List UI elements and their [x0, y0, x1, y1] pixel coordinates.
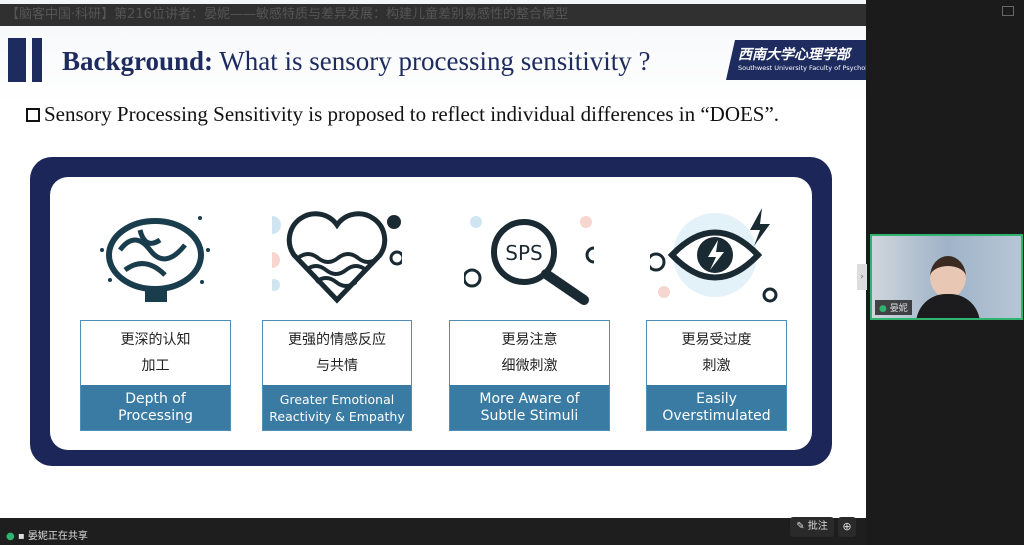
participant-video[interactable]: ● 晏妮 [870, 234, 1023, 320]
zoom-in-button[interactable]: ⊕ [838, 517, 856, 537]
pen-icon: ✎ [796, 521, 805, 532]
screen-icon: ▪ [17, 531, 25, 542]
shared-slide: Background: What is sensory processing s… [0, 0, 866, 518]
participant-name-tag: ● 晏妮 [875, 300, 912, 315]
title-accent [0, 38, 48, 82]
annotate-button[interactable]: ✎ 批注 [790, 517, 834, 537]
slide-bullet: Sensory Processing Sensitivity is propos… [26, 102, 779, 127]
magnifier-icon: SPS [464, 216, 594, 305]
mic-icon: ● [879, 304, 887, 314]
heart-icon [272, 211, 402, 304]
university-logo: 西南大学心理学部 Southwest University Faculty of… [726, 40, 866, 80]
brain-icon [100, 216, 210, 302]
zoom-in-icon: ⊕ [842, 520, 852, 533]
slide-title: Background: What is sensory processing s… [62, 46, 651, 76]
meeting-title-bar: 【脑客中国·科研】第216位讲者：晏妮——敏感特质与差异发展：构建儿童差别易感性… [0, 4, 866, 26]
square-bullet-icon [26, 107, 40, 122]
svg-text:SPS: SPS [505, 241, 542, 265]
collapse-panel-button[interactable]: › [857, 264, 867, 290]
eye-lightning-icon [650, 208, 778, 303]
sharing-status: ● ▪ 晏妮正在共享 [6, 531, 88, 542]
mic-icon: ● [6, 531, 15, 542]
window-icon[interactable] [1002, 6, 1014, 16]
